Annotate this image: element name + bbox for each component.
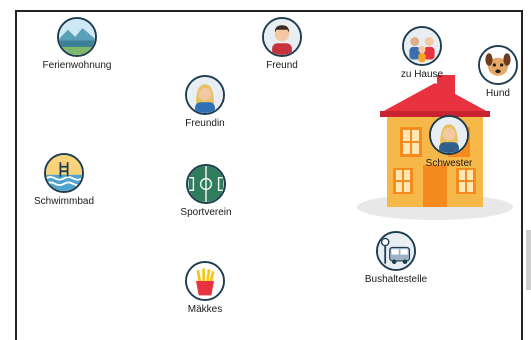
girl-avatar-icon [185, 75, 225, 115]
family-icon [402, 26, 442, 66]
boy-avatar-icon [262, 17, 302, 57]
scrollbar[interactable] [526, 230, 531, 290]
sportverein-label: Sportverein [180, 207, 232, 218]
bus-stop-icon [376, 231, 416, 271]
maekkes-item[interactable]: Mäkkes [175, 261, 235, 315]
zu-hause-label: zu Hause [400, 69, 444, 80]
zu-hause-item[interactable]: zu Hause [387, 26, 457, 80]
schwimmbad-label: Schwimmbad [33, 196, 95, 207]
sportverein-item[interactable]: Sportverein [170, 164, 242, 218]
french-fries-icon [185, 261, 225, 301]
hund-item[interactable]: Hund [472, 45, 524, 99]
ferienwohnung-item[interactable]: Ferienwohnung [32, 17, 122, 71]
bushaltestelle-item[interactable]: Bushaltestelle [356, 231, 436, 285]
schwimmbad-item[interactable]: Schwimmbad [26, 153, 102, 207]
schwester-item[interactable]: Schwester [416, 115, 482, 169]
dog-icon [478, 45, 518, 85]
freundin-label: Freundin [185, 118, 225, 129]
freund-label: Freund [266, 60, 298, 71]
schwester-label: Schwester [425, 158, 473, 169]
bushaltestelle-label: Bushaltestelle [364, 274, 428, 285]
swimming-pool-icon [44, 153, 84, 193]
freundin-item[interactable]: Freundin [172, 75, 238, 129]
hund-label: Hund [486, 88, 510, 99]
sister-avatar-icon [429, 115, 469, 155]
ferienwohnung-label: Ferienwohnung [42, 60, 112, 71]
lake-landscape-icon [57, 17, 97, 57]
maekkes-label: Mäkkes [187, 304, 223, 315]
freund-item[interactable]: Freund [252, 17, 312, 71]
soccer-field-icon [186, 164, 226, 204]
